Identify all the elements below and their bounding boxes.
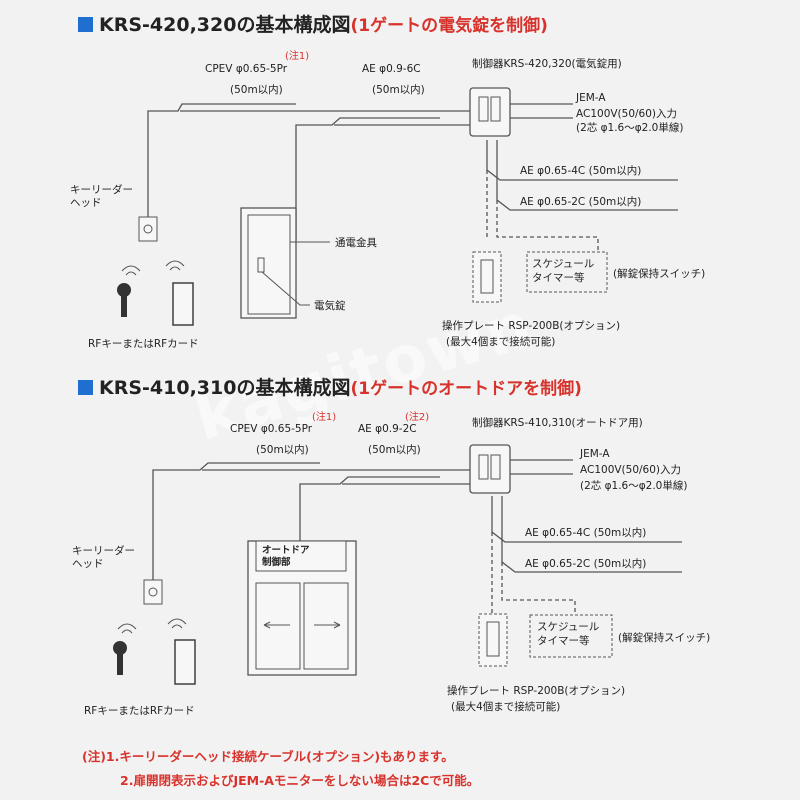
footnote-line2: 2.扉開閉表示およびJEM-Aモニターをしない場合は2Cで可能。 [120, 773, 480, 788]
s2-ac-wire-label: (2芯 φ1.6～φ2.0単線) [580, 480, 688, 492]
s1-cpev-label: CPEV φ0.65-5Pr [205, 63, 288, 75]
s2-rf-card-wave-icon [167, 618, 187, 629]
title-square-icon [78, 380, 93, 395]
s1-ac-wire-label: (2芯 φ1.6～φ2.0単線) [576, 122, 684, 134]
section1-title-sub: (1ゲートの電気錠を制御) [350, 16, 548, 36]
s1-schedule-dashed-wire [496, 200, 599, 252]
s1-key-reader-box [138, 216, 158, 242]
s1-plate-note: (最大4個まで接続可能) [446, 336, 556, 348]
s1-ae-top-len: (50m以内) [372, 84, 425, 96]
s1-ae-top-label: AE φ0.9-6C [362, 63, 421, 75]
s1-key-reader-lens [143, 224, 153, 234]
s2-rf-key-wave-icon [117, 623, 137, 634]
s1-ae2-wire [496, 140, 678, 211]
s1-controller-box [469, 87, 511, 137]
section1-title-main: KRS-420,320の基本構成図 [99, 14, 351, 36]
s2-schedule-label: スケジュール タイマー等 [537, 621, 600, 647]
s2-unlock-switch-label: (解錠保持スイッチ) [618, 632, 711, 644]
s2-plate-note: (最大4個まで接続可能) [451, 701, 561, 713]
s2-arrow-left-icon [263, 621, 290, 629]
s2-jem-label: JEM-A [580, 448, 610, 460]
s2-ae2-label: AE φ0.65-2C (50m以内) [525, 558, 647, 570]
s1-power-fitting-label: 通電金具 [335, 237, 377, 249]
s1-jem-label: JEM-A [576, 92, 606, 104]
s2-door-control-box [255, 540, 347, 572]
s1-lock-leader [261, 271, 310, 306]
s1-ae2-label: AE φ0.65-2C (50m以内) [520, 196, 642, 208]
s2-controller-label: 制御器KRS-410,310(オートドア用) [472, 417, 643, 429]
s1-controller-slot-right [490, 96, 501, 122]
s1-ae-wire [295, 117, 440, 240]
s1-controller-label: 制御器KRS-420,320(電気錠用) [472, 58, 622, 70]
s2-rf-card-icon [174, 639, 196, 685]
s2-key-reader-lens [148, 587, 158, 597]
s1-plate-label: 操作プレート RSP-200B(オプション) [442, 320, 621, 332]
s2-plate-inner [486, 621, 500, 657]
s2-ac-label: AC100V(50/60)入力 [580, 464, 682, 476]
s2-controller-slot-right [490, 454, 501, 480]
s1-lock-mark [257, 257, 265, 273]
s2-cpev-label: CPEV φ0.65-5Pr [230, 423, 313, 435]
s1-rf-key-wave-icon [121, 265, 141, 276]
s1-controller-slot-left [478, 96, 489, 122]
s1-note1: (注1) [285, 51, 310, 62]
section2-title-sub: (1ゲートのオートドアを制御) [350, 379, 582, 399]
s2-plate-label: 操作プレート RSP-200B(オプション) [447, 685, 626, 697]
s2-ae-wire [299, 476, 440, 541]
s1-rf-label: RFキーまたはRFカード [88, 338, 199, 350]
s1-rf-card-wave-icon [165, 260, 185, 271]
s2-note2: (注2) [405, 412, 430, 423]
s2-ae-top-label: AE φ0.9-2C [358, 423, 417, 435]
s2-ae2-wire [501, 496, 682, 573]
s2-plate-outline [478, 613, 508, 667]
s2-controller-slot-left [478, 454, 489, 480]
s1-ae1-wire [486, 140, 678, 181]
s2-door-leaf-left [255, 582, 301, 670]
s1-cpev-wire [147, 103, 296, 217]
s2-ae1-label: AE φ0.65-4C (50m以内) [525, 527, 647, 539]
s1-ae1-label: AE φ0.65-4C (50m以内) [520, 165, 642, 177]
section1-title: KRS-420,320の基本構成図(1ゲートの電気錠を制御) [78, 10, 548, 37]
s1-schedule-box [526, 251, 608, 293]
title-square-icon [78, 17, 93, 32]
s2-controller-box [469, 444, 511, 494]
s1-cpev-len: (50m以内) [230, 84, 283, 96]
footnote-line1: (注)1.キーリーダーヘッド接続ケーブル(オプション)もあります。 [82, 749, 454, 764]
s1-unlock-switch-label: (解錠保持スイッチ) [613, 268, 706, 280]
s1-rf-key-icon [117, 283, 131, 317]
s2-rf-label: RFキーまたはRFカード [84, 705, 195, 717]
s2-door-ctrl-label: オートドア 制御部 [262, 545, 310, 568]
s2-note1: (注1) [312, 412, 337, 423]
s1-plate-inner [480, 259, 494, 294]
s1-schedule-label: スケジュール タイマー等 [532, 258, 595, 284]
s1-reader-label: キーリーダー ヘッド [70, 184, 133, 209]
s1-ac-label: AC100V(50/60)入力 [576, 108, 678, 120]
s2-ae1-wire [491, 496, 682, 543]
s2-schedule-box [529, 614, 613, 658]
s2-rf-key-icon [113, 641, 127, 675]
s1-rf-card-icon [172, 282, 194, 326]
section2-title-main: KRS-410,310の基本構成図 [99, 377, 351, 399]
s2-cpev-wire [152, 462, 320, 580]
s2-door-leaf-right [303, 582, 349, 670]
s1-door-frame [240, 207, 297, 319]
s2-arrow-right-icon [314, 621, 341, 629]
s2-ae-top-len: (50m以内) [368, 444, 421, 456]
s2-key-reader-box [143, 579, 163, 605]
s2-cpev-len: (50m以内) [256, 444, 309, 456]
s2-reader-label: キーリーダー ヘッド [72, 545, 135, 570]
section2-title: KRS-410,310の基本構成図(1ゲートのオートドアを制御) [78, 373, 582, 400]
s1-lock-label: 電気錠 [314, 300, 346, 312]
s1-door-leaf [247, 214, 291, 315]
